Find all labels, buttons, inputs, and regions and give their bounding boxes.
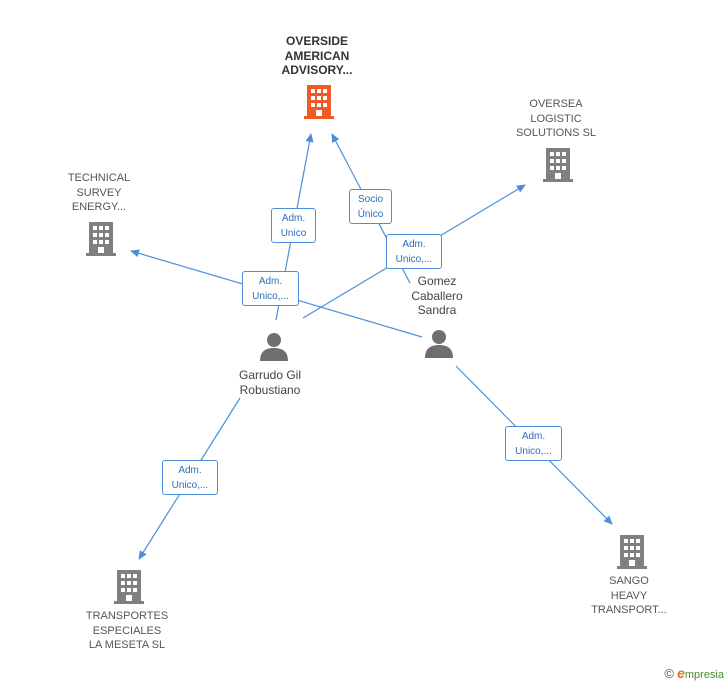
company-label-sango[interactable]: SANGO HEAVY TRANSPORT... bbox=[591, 575, 667, 616]
person-label-garrudo[interactable]: Garrudo Gil Robustiano bbox=[238, 368, 302, 397]
edge-label-garrudo-overside[interactable]: Adm. Unico bbox=[271, 208, 316, 243]
edge-label-gomez-overside[interactable]: Socio Único bbox=[349, 189, 392, 224]
brand-logo-initial: e bbox=[677, 665, 685, 681]
person-icon[interactable] bbox=[259, 331, 289, 361]
company-label-overside[interactable]: OVERSIDE AMERICAN ADVISORY... bbox=[281, 34, 353, 77]
edge-label-gomez-technical[interactable]: Adm. Unico,... bbox=[242, 271, 299, 306]
building-icon[interactable] bbox=[114, 570, 144, 604]
person-label-gomez[interactable]: Gomez Caballero Sandra bbox=[411, 274, 463, 317]
copyright-symbol: © bbox=[664, 666, 675, 681]
company-label-technical[interactable]: TECHNICAL SURVEY ENERGY... bbox=[67, 172, 131, 213]
company-label-oversea[interactable]: OVERSEA LOGISTIC SOLUTIONS SL bbox=[515, 98, 597, 139]
edge-label-garrudo-transportes[interactable]: Adm. Unico,... bbox=[162, 460, 218, 495]
person-icon[interactable] bbox=[424, 328, 454, 358]
building-icon[interactable] bbox=[543, 148, 573, 182]
building-icon[interactable] bbox=[304, 85, 334, 119]
footer-brand: © empresia bbox=[664, 665, 724, 681]
edge-label-gomez-sango[interactable]: Adm. Unico,... bbox=[505, 426, 562, 461]
brand-logo-text: mpresia bbox=[684, 669, 724, 681]
building-icon[interactable] bbox=[617, 535, 647, 569]
company-label-transportes[interactable]: TRANSPORTES ESPECIALES LA MESETA SL bbox=[85, 610, 169, 651]
edge-label-garrudo-oversea[interactable]: Adm. Unico,... bbox=[386, 234, 442, 269]
building-icon[interactable] bbox=[86, 222, 116, 256]
